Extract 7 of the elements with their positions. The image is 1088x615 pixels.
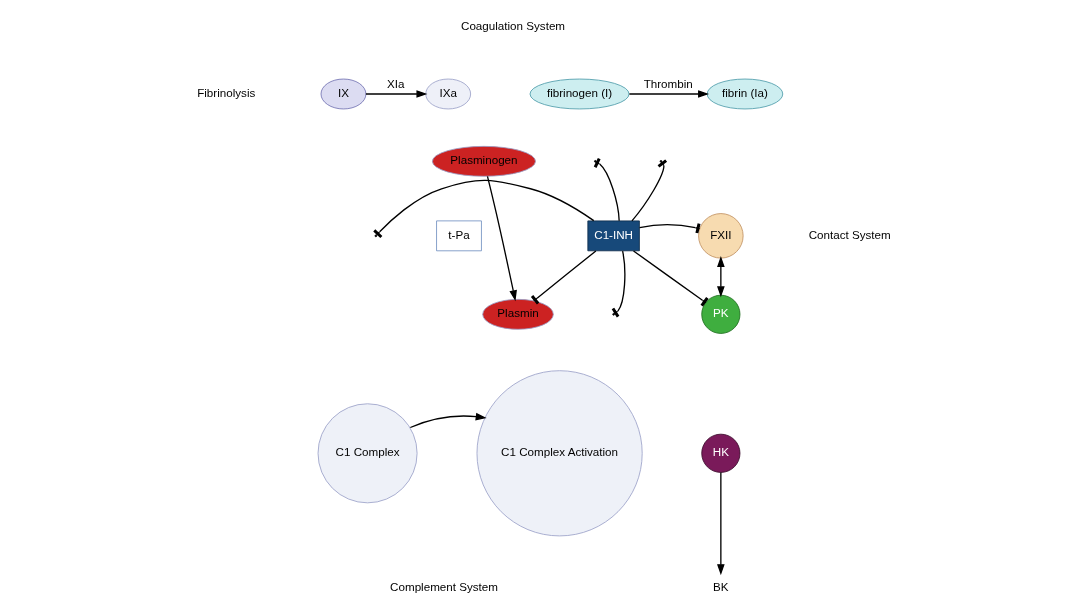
node-text: BK [713,580,729,594]
edge-label: Thrombin [643,77,693,91]
label: Complement System [390,580,498,594]
label: Coagulation System [461,18,566,32]
label: Fibrinolysis [197,86,256,100]
label: Contact System [808,227,891,241]
edge-label: XIa [387,77,405,91]
